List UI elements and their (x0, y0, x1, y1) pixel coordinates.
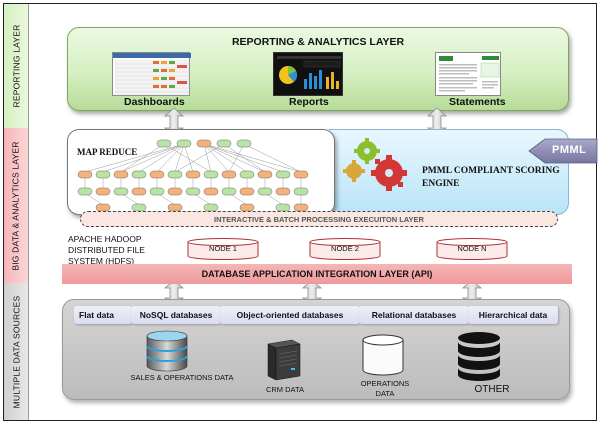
tab-hierarchical-data: Hierarchical data (468, 306, 558, 324)
big-data-layer-label: BIG DATA & ANALYTICS LAYER (4, 128, 29, 283)
tab-flat-data: Flat data (74, 306, 132, 324)
dashboards-thumbnail (112, 52, 191, 96)
node-2-label: NODE 2 (331, 244, 359, 253)
tab-object-oriented-databases: Object-oriented databases (220, 306, 360, 324)
database-stack-dark-icon (458, 332, 500, 381)
pmml-tag-label: PMML (552, 144, 587, 156)
tab-nosql-databases: NoSQL databases (131, 306, 221, 324)
node-n-cylinder (436, 238, 508, 260)
database-cylinder-icon (362, 334, 404, 376)
operations-data-label: OPERATIONS DATA (360, 379, 410, 398)
hdfs-label: APACHE HADOOP DISTRIBUTED FILE SYSTEM (H… (68, 234, 145, 266)
reporting-analytics-title: REPORTING & ANALYTICS LAYER (231, 36, 405, 48)
server-icon (267, 339, 301, 381)
node-2-cylinder (309, 238, 381, 260)
node-n-label: NODE N (457, 244, 487, 253)
reports-label: Reports (289, 96, 329, 108)
map-reduce-title: MAP REDUCE (77, 147, 138, 157)
map-reduce-graph (77, 139, 309, 212)
api-integration-bar: DATABASE APPLICATION INTEGRATION LAYER (… (62, 264, 572, 284)
other-data-label: OTHER (474, 384, 510, 395)
statements-thumbnail (435, 52, 501, 96)
pmml-arrow-tag (528, 138, 598, 164)
execution-layer-bar: INTERACTIVE & BATCH PROCESSING EXECUITON… (80, 211, 558, 227)
gears-icon (343, 138, 407, 191)
database-stack-icon (146, 330, 188, 372)
data-sources-layer-label: MULTIPLE DATA SOURCES (4, 283, 29, 420)
statements-label: Statements (449, 96, 506, 108)
pmml-engine-title: PMML COMPLIANT SCORING ENGINE (422, 166, 560, 189)
node-1-cylinder (187, 238, 259, 260)
dashboards-label: Dashboards (124, 96, 185, 108)
diagram-frame (3, 3, 597, 421)
reporting-layer-label: REPORTING LAYER (4, 4, 29, 128)
sales-operations-data-label: SALES & OPERATIONS DATA (130, 373, 234, 382)
node-1-label: NODE 1 (209, 244, 237, 253)
crm-data-label: CRM DATA (265, 385, 305, 394)
reports-thumbnail (273, 52, 343, 96)
tab-relational-databases: Relational databases (359, 306, 469, 324)
